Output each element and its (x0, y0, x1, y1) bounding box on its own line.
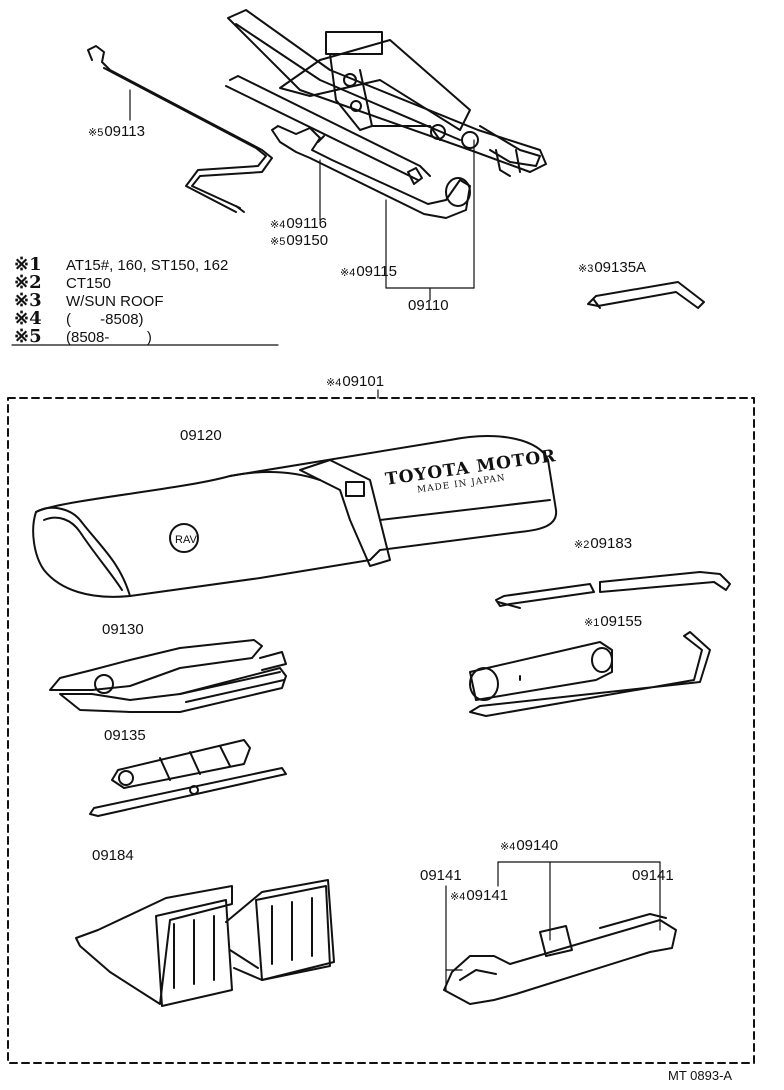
lug-wrench-drawing (271, 125, 471, 219)
label-09101: ※409101 (326, 373, 385, 390)
legend-row-5: ※5(8508- ) (14, 326, 152, 347)
label-09141-right: 09141 (632, 867, 674, 884)
label-09110: 09110 (408, 297, 449, 314)
label-09120: 09120 (180, 427, 222, 444)
legend-row-4: ※4( -8508) (14, 308, 144, 329)
tool-bag-drawing: RAV (32, 435, 558, 598)
label-09135: 09135 (104, 727, 146, 744)
label-09141-left: 09141 (420, 867, 462, 884)
svg-text:RAV: RAV (175, 534, 197, 546)
jack-handle-drawing (87, 45, 273, 213)
leader-lines-top (11, 89, 475, 346)
label-09184: 09184 (92, 847, 134, 864)
label-09141-center: ※409141 (450, 887, 509, 904)
rod-09183-drawing (495, 571, 731, 609)
label-09113: ※509113 (88, 123, 145, 140)
scissor-jack-drawing (227, 9, 547, 177)
label-09115: ※409115 (340, 263, 397, 280)
wheel-wrench-drawing (469, 631, 711, 717)
label-09130: 09130 (102, 621, 144, 638)
jack-rod-drawing (225, 75, 431, 185)
label-09116: ※409116 (270, 215, 327, 232)
label-09150: ※509150 (270, 232, 329, 249)
label-09135a: ※309135A (578, 259, 647, 276)
screwdriver-drawing (89, 739, 287, 817)
pliers-drawing (49, 639, 287, 713)
wheel-chocks-drawing (75, 879, 335, 1007)
label-09140: ※409140 (500, 837, 559, 854)
document-id: MT 0893-A (668, 1068, 733, 1083)
wrench-set-drawing (443, 913, 677, 1005)
tool-09135a-drawing (587, 281, 705, 309)
label-09183: ※209183 (574, 535, 633, 552)
leader-lines-bottom (445, 861, 661, 991)
label-09155: ※109155 (584, 613, 643, 630)
tool-kit-box (7, 397, 755, 1064)
